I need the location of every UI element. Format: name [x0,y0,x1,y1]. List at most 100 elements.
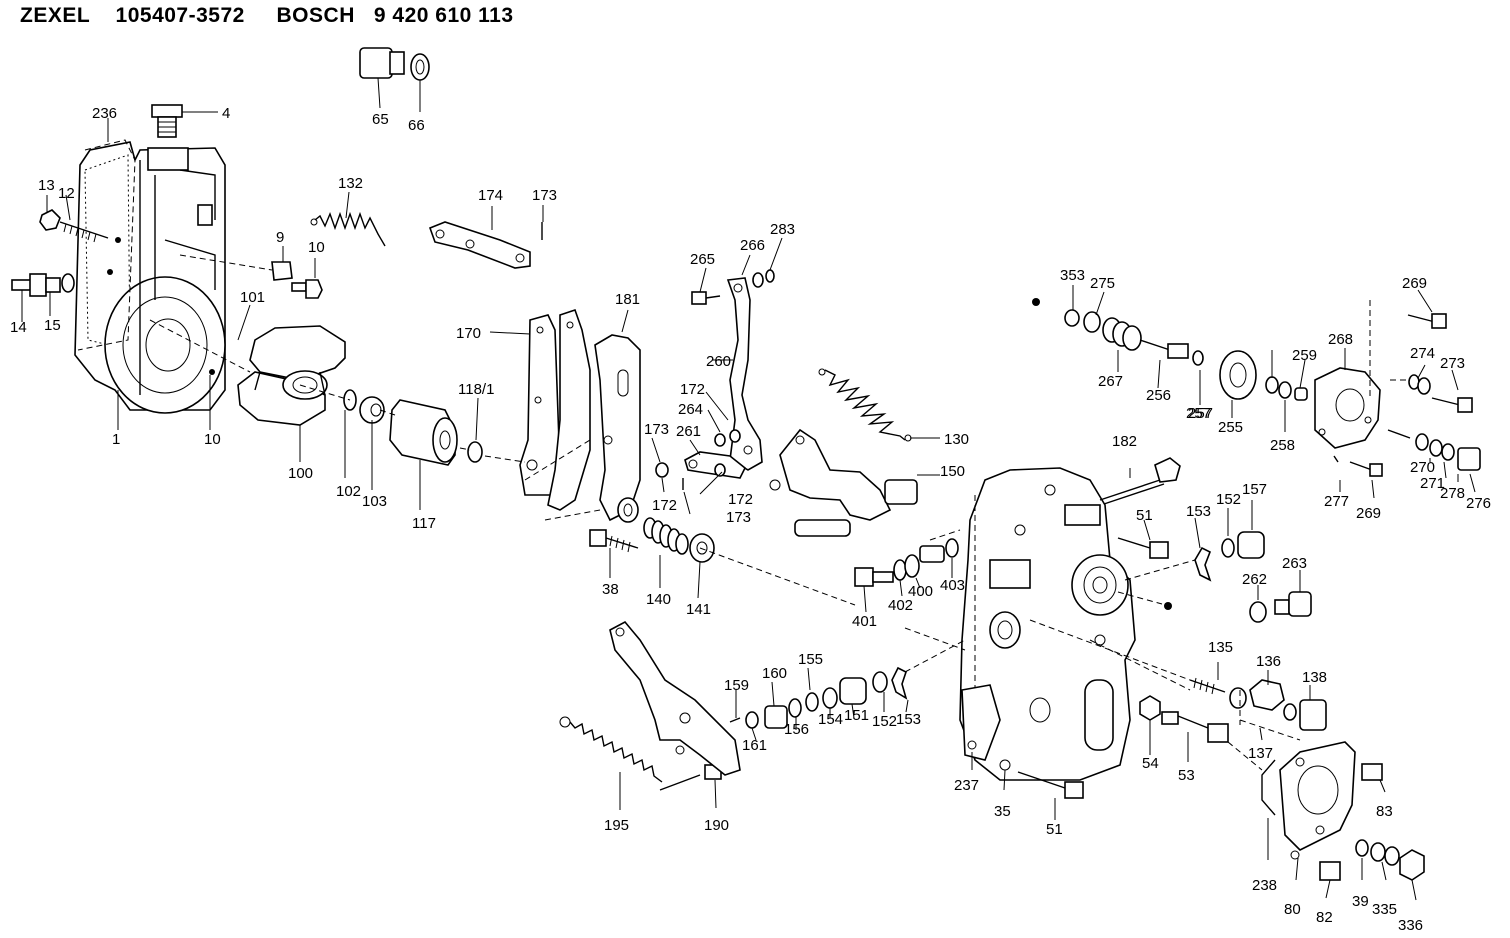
part-label: 103 [362,493,387,510]
part-label: 156 [784,721,809,738]
spring-132 [310,211,386,247]
nut-54-bolt-53 [1139,695,1229,743]
part-label: 173 [726,509,751,526]
part-label: 155 [798,651,823,668]
part-label: 172 [680,381,705,398]
part-label: 401 [852,613,877,630]
part-label: 236 [92,105,117,122]
lever-181 [594,334,641,523]
lever-174 [428,221,543,269]
part-label: 153 [1186,503,1211,520]
part-label: 10 [308,239,325,256]
screws-left [11,209,109,297]
part-label: 66 [408,117,425,134]
part-label: 137 [1248,745,1273,762]
cover-plate-238 [1261,741,1425,881]
part-label: 130 [944,431,969,448]
lever-170 [519,308,601,521]
part-label: 271 [1420,475,1445,492]
part-label: 267 [1098,373,1123,390]
maker-zexel: ZEXEL [20,4,91,27]
part-label: 277 [1324,493,1349,510]
part-label: 136 [1256,653,1281,670]
part-label: 65 [372,111,389,128]
part-label: 12 [58,185,75,202]
part-label: 15 [44,317,61,334]
part-label: 335 [1372,901,1397,918]
nut-141 [689,533,715,563]
part-label: 51 [1046,821,1063,838]
link-261 [655,429,747,490]
part-label: 4 [222,105,230,122]
part-label: 190 [704,817,729,834]
part-label: 276 [1466,495,1491,512]
part-label: 273 [1440,355,1465,372]
part-label: 274 [1410,345,1435,362]
part-label: 237 [954,777,979,794]
part-label: 264 [678,401,703,418]
part-label: 160 [762,665,787,682]
bolt-182 [1099,457,1181,505]
part-label: 132 [338,175,363,192]
part-label: 82 [1316,909,1333,926]
part-label: 157 [1242,481,1267,498]
part-label: 10 [204,431,221,448]
part-label: 102 [336,483,361,500]
part-label: 80 [1284,901,1301,918]
part-label: 255 [1218,419,1243,436]
part-label: 270 [1410,459,1435,476]
cap-157 [1194,531,1265,582]
part-label: 118/1 [458,381,494,398]
spring-140 [643,517,689,555]
bracket-9 [271,261,323,299]
part-label: 336 [1398,917,1423,934]
part-label: 51 [1136,507,1153,524]
part-label: 268 [1328,331,1353,348]
part-label: 151 [844,707,869,724]
part-label: 35 [994,803,1011,820]
part-label: 1 [112,431,120,448]
lower-row-parts [729,666,908,729]
part-label: 173 [532,187,557,204]
gasket-236 [77,139,136,351]
part-label: 283 [770,221,795,238]
lever-260 [691,269,775,471]
spring-195 [559,716,722,791]
governor-housing [74,141,226,414]
part-label: 172 [652,497,677,514]
part-label: 269 [1402,275,1427,292]
part-label: 13 [38,177,55,194]
part-label: 262 [1242,571,1267,588]
part-label: 150 [940,463,965,480]
part-label: 54 [1142,755,1159,772]
part-label: 100 [288,465,313,482]
part-label: 275 [1090,275,1115,292]
part-label: 14 [10,319,27,336]
part-label: 170 [456,325,481,342]
part-label: 182 [1112,433,1137,450]
adjusting-lever [609,620,741,776]
flyweight-100 [237,325,346,426]
part-label: 256 [1146,387,1171,404]
part-label: 39 [1352,893,1369,910]
part-label: 101 [240,289,265,306]
part-label: 117 [412,515,436,532]
part-label: 265 [690,251,715,268]
part-label: 353 [1060,267,1085,284]
part-label: 174 [478,187,503,204]
lever-150 [769,428,918,537]
part-label: 259 [1292,347,1317,364]
part-label: 140 [646,591,671,608]
plug-screw-4 [151,104,183,138]
spring-130 [818,368,912,442]
governor-cover [959,467,1136,781]
part-label: 154 [818,711,843,728]
part-label: 38 [602,581,619,598]
screw-135-nut-136 [1189,677,1327,741]
plug-65-washer-66 [359,47,430,81]
part-label: 263 [1282,555,1307,572]
washer-118-1 [467,441,483,463]
part-label: 403 [940,577,965,594]
valve-group-top-right [1032,298,1308,401]
